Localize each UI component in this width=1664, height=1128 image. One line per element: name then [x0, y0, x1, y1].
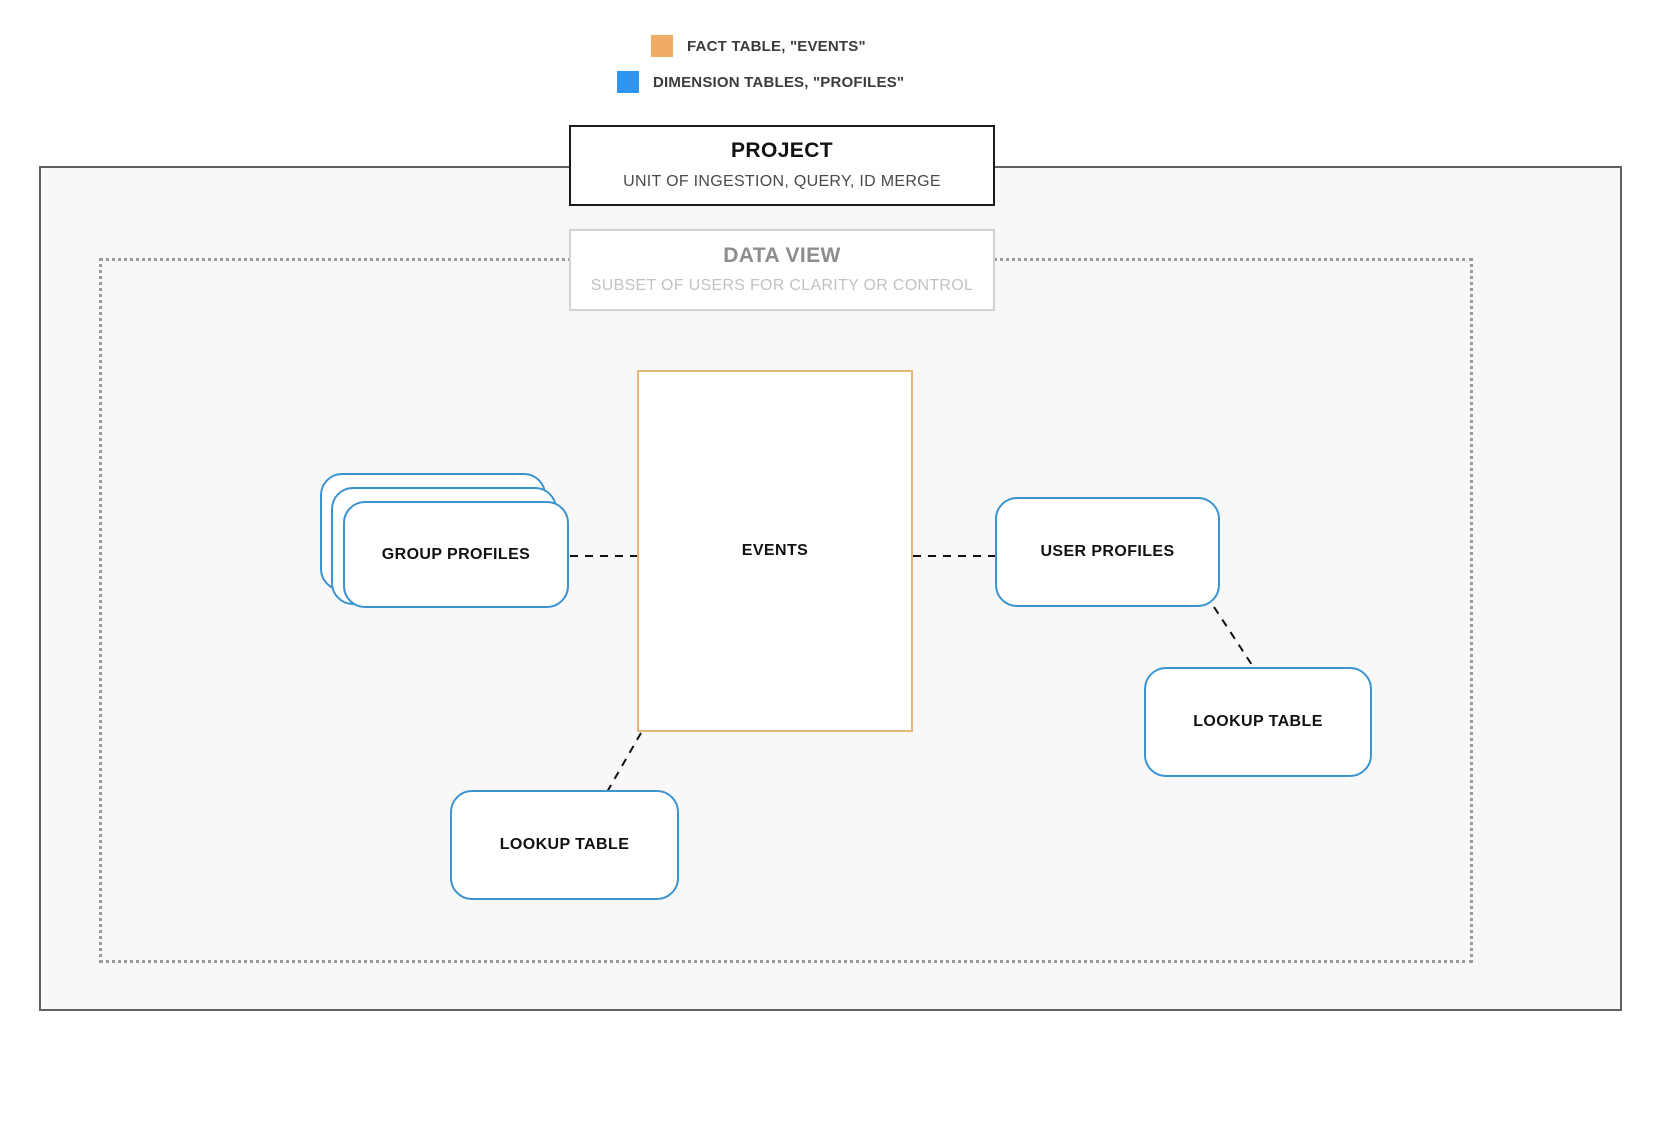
group-profiles-node[interactable]: GROUP PROFILES [343, 501, 569, 608]
project-subtitle: UNIT OF INGESTION, QUERY, ID MERGE [623, 172, 941, 190]
data-view-subtitle: SUBSET OF USERS FOR CLARITY OR CONTROL [590, 277, 974, 295]
project-card: PROJECT UNIT OF INGESTION, QUERY, ID MER… [569, 125, 995, 206]
data-view-title: DATA VIEW [723, 243, 841, 267]
legend-item-dimension-tables: DIMENSION TABLES, "PROFILES" [617, 71, 904, 93]
lookup-table-right-node[interactable]: LOOKUP TABLE [1144, 667, 1372, 777]
legend-item-fact-table: FACT TABLE, "EVENTS" [651, 35, 866, 57]
lookup-table-left-label: LOOKUP TABLE [499, 836, 630, 853]
data-view-card: DATA VIEW SUBSET OF USERS FOR CLARITY OR… [569, 229, 995, 311]
legend-label-dimension-tables: DIMENSION TABLES, "PROFILES" [653, 73, 905, 91]
legend-label-fact-table: FACT TABLE, "EVENTS" [687, 37, 866, 55]
orange-square-icon [651, 35, 673, 57]
events-node[interactable]: EVENTS [637, 370, 913, 732]
lookup-table-right-label: LOOKUP TABLE [1193, 713, 1323, 730]
project-title: PROJECT [731, 139, 833, 163]
lookup-table-left-node[interactable]: LOOKUP TABLE [450, 790, 679, 900]
blue-square-icon [617, 71, 639, 93]
group-profiles-label: GROUP PROFILES [381, 545, 531, 563]
events-label: EVENTS [741, 542, 809, 559]
user-profiles-node[interactable]: USER PROFILES [995, 497, 1220, 607]
user-profiles-label: USER PROFILES [1040, 543, 1175, 560]
